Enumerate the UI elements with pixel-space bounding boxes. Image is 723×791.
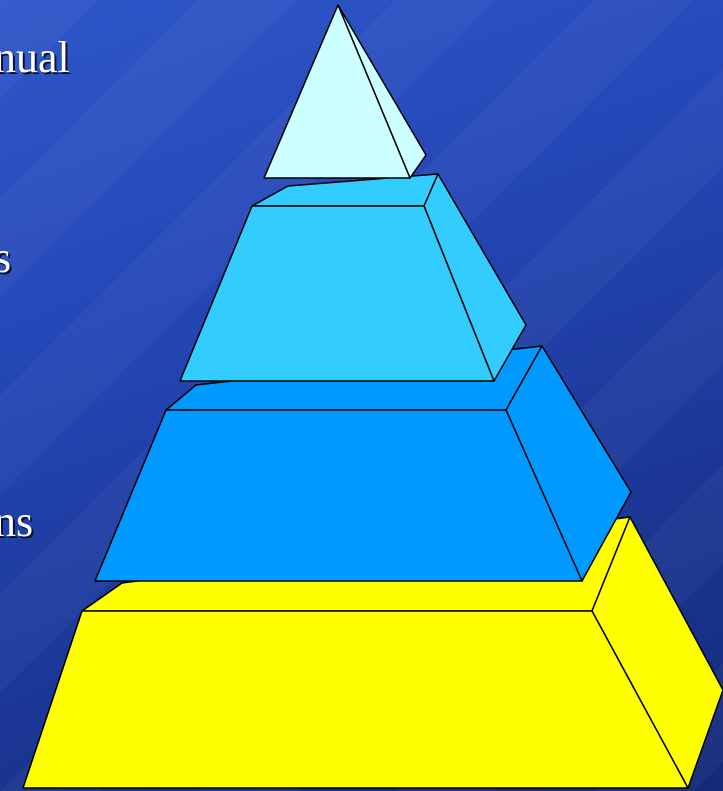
- tier-3-front-face: [95, 410, 582, 581]
- tier-base-front-face: [23, 611, 688, 788]
- pyramid-tier-2: [180, 174, 526, 381]
- tier-2-top-face: [252, 174, 438, 206]
- pyramid-tier-top: [264, 5, 426, 178]
